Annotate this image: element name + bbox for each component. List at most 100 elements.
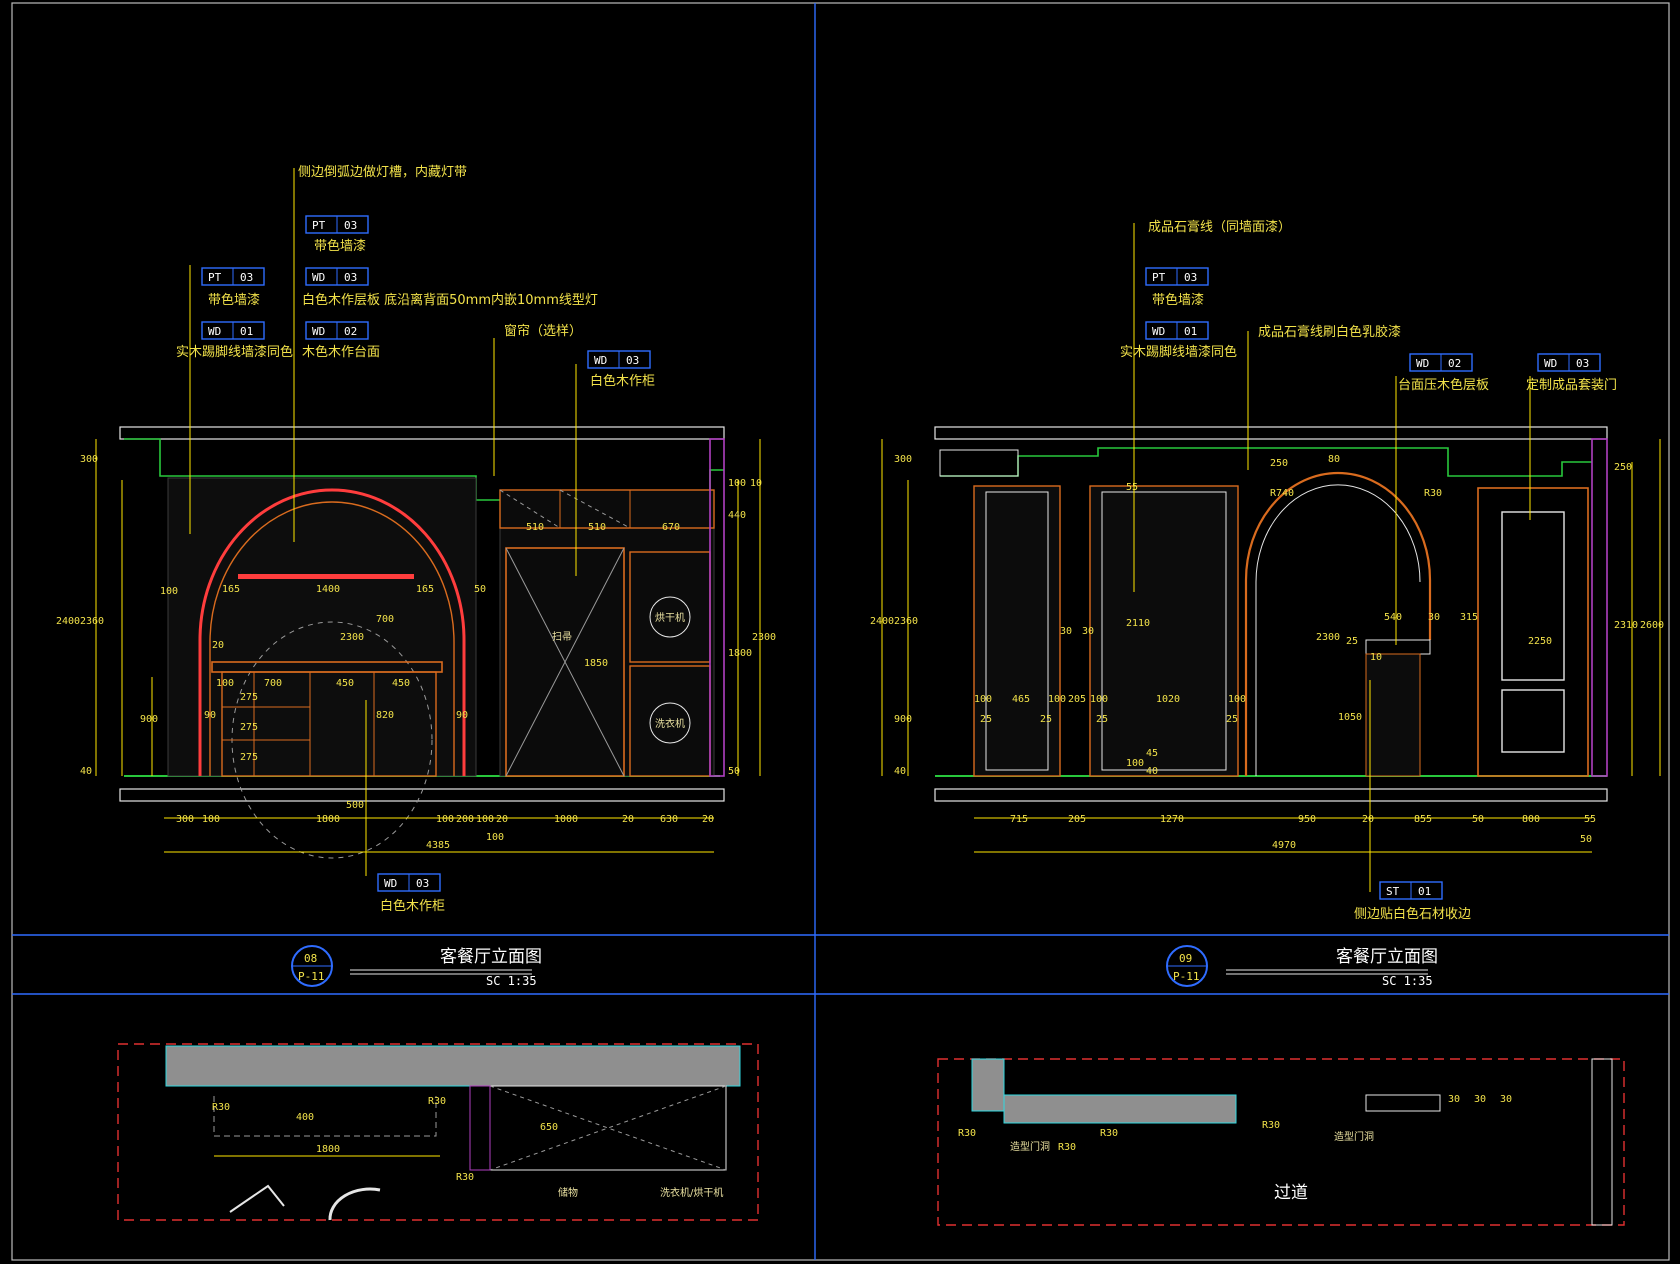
right-dim-i22: 2250: [1528, 636, 1552, 647]
left-dim-i11: 2300: [340, 632, 364, 643]
right-dims-bottom: 715 205 1270 950 20 855 50 800 55 4970 5…: [1010, 814, 1596, 851]
washer-label: 洗衣机: [655, 717, 685, 730]
left-dim-i13: 820: [376, 710, 394, 721]
left-title-block: [291, 945, 532, 987]
right-dim-i6: 100: [1048, 694, 1066, 705]
left-dim-i22: 90: [204, 710, 216, 721]
right-plan-l4: 造型门洞: [1010, 1140, 1050, 1153]
left-dim-i1: 1400: [316, 584, 340, 595]
left-dim-b7: 1000: [554, 814, 578, 825]
left-dim-i15: 510: [526, 522, 544, 533]
right-callout-2: WD 02 台面压木色层板: [1398, 353, 1489, 393]
left-title: 客餐厅立面图: [440, 947, 542, 967]
left-dims-right: 100 10 440 2300 1800 50: [728, 478, 776, 777]
viewport-frames: [11, 2, 1670, 1261]
left-dim-i8: 275: [240, 722, 258, 733]
left-dim-r2: 440: [728, 510, 746, 521]
right-callout-3-num: 03: [1576, 357, 1589, 370]
right-callout-1: WD 01 实木踢脚线墙漆同色: [1120, 321, 1237, 360]
left-plan-l7: 洗衣机/烘干机: [660, 1186, 723, 1199]
right-dim-i5: 465: [1012, 694, 1030, 705]
right-dims-inner: 2110 55 30 30 100 465 100 205 100 1020 1…: [974, 454, 1552, 777]
right-callout-3-code: WD: [1544, 357, 1557, 370]
right-dim-r0: 250: [1614, 462, 1632, 473]
left-sheet: P-11: [298, 970, 325, 983]
right-dim-i20: 25: [1346, 636, 1358, 647]
right-dim-b3: 950: [1298, 814, 1316, 825]
left-callout-1-num: 01: [240, 325, 253, 338]
left-callout-0: PT 03 带色墙漆: [201, 267, 265, 308]
left-callout-4-num: 02: [344, 325, 357, 338]
left-callout-3-desc: 白色木作层板 底沿离背面50mm内嵌10mm线型灯: [302, 292, 598, 308]
right-dim-i17: 30: [1428, 612, 1440, 623]
right-sheet: P-11: [1173, 970, 1200, 983]
right-callout-1-code: WD: [1152, 325, 1165, 338]
right-dim-i9: 1020: [1156, 694, 1180, 705]
left-dim-r1: 10: [750, 478, 762, 489]
right-elevation: [881, 223, 1661, 892]
right-callout-2-desc: 台面压木色层板: [1398, 377, 1489, 393]
left-dim-b10: 20: [702, 814, 714, 825]
right-dim-i14: 25: [1226, 714, 1238, 725]
left-dim-i14: 50: [474, 584, 486, 595]
right-plan-l2: R30: [1100, 1128, 1118, 1139]
left-elevation: [95, 168, 761, 876]
right-dim-l3: 900: [894, 714, 912, 725]
right-callout-0-num: 03: [1184, 271, 1197, 284]
right-dim-i7: 205: [1068, 694, 1086, 705]
right-dim-r1: 2310: [1614, 620, 1638, 631]
right-callout-4-code: ST: [1386, 885, 1400, 898]
left-dim-b8: 20: [622, 814, 634, 825]
left-note-curtain: 窗帘（选样）: [504, 323, 582, 339]
right-dim-i29: 80: [1328, 454, 1340, 465]
right-dim-i11: 25: [980, 714, 992, 725]
right-dim-i26: 45: [1146, 748, 1158, 759]
right-plan-l7: 30: [1448, 1094, 1460, 1105]
right-plan-l6: 过道: [1274, 1183, 1308, 1203]
right-dim-i27: 40: [1146, 766, 1158, 777]
left-callout-0-num: 03: [240, 271, 253, 284]
left-callout-1-code: WD: [208, 325, 221, 338]
left-dim-b1: 100: [202, 814, 220, 825]
left-callout-1-desc: 实木踢脚线墙漆同色: [176, 344, 293, 360]
right-view-num: 09: [1179, 952, 1192, 965]
left-callout-2-desc: 带色墙漆: [314, 238, 366, 254]
left-callout-5-desc: 白色木作柜: [590, 373, 655, 389]
left-dim-total-sub: 100: [486, 832, 504, 843]
left-callout-3-code: WD: [312, 271, 325, 284]
left-dim-i6: 450: [392, 678, 410, 689]
left-dim-b5: 100: [476, 814, 494, 825]
left-dim-l0: 300: [80, 454, 98, 465]
right-dim-i24: R30: [1424, 488, 1442, 499]
right-note-top: 成品石膏线（同墙面漆）: [1148, 219, 1291, 235]
right-dim-b8: 55: [1584, 814, 1596, 825]
left-dim-i12: 700: [376, 614, 394, 625]
left-dim-i2: 165: [416, 584, 434, 595]
left-callout-5-code: WD: [594, 354, 607, 367]
right-callout-4-desc: 侧边贴白色石材收边: [1354, 906, 1471, 922]
left-dim-i16: 510: [588, 522, 606, 533]
left-callout-1: WD 01 实木踢脚线墙漆同色: [176, 321, 293, 360]
right-callout-4-num: 01: [1418, 885, 1431, 898]
dryer-label: 烘干机: [655, 611, 685, 624]
right-plan-l0: R30: [958, 1128, 976, 1139]
left-view-num: 08: [304, 952, 317, 965]
left-plan-labels: R30 R30 R30 400 1800 650 储物 洗衣机/烘干机: [212, 1096, 723, 1199]
left-dim-i10: 20: [212, 640, 224, 651]
left-plan-l2: R30: [456, 1172, 474, 1183]
right-scale: SC 1:35: [1382, 974, 1433, 988]
right-callout-0: PT 03 带色墙漆: [1145, 267, 1209, 308]
right-title: 客餐厅立面图: [1336, 947, 1438, 967]
right-dim-i12: 25: [1040, 714, 1052, 725]
left-dim-b4: 200: [456, 814, 474, 825]
right-dim-r2: 2600: [1640, 620, 1664, 631]
right-dim-i10: 100: [1228, 694, 1246, 705]
right-callout-3-desc: 定制成品套装门: [1526, 377, 1617, 393]
left-dim-r5: 50: [728, 766, 740, 777]
left-dim-r4: 1800: [728, 648, 752, 659]
right-callout-3: WD 03 定制成品套装门: [1526, 353, 1617, 393]
left-dim-i0: 165: [222, 584, 240, 595]
right-plan: [937, 1058, 1625, 1226]
right-dim-l1: 2400: [870, 616, 894, 627]
